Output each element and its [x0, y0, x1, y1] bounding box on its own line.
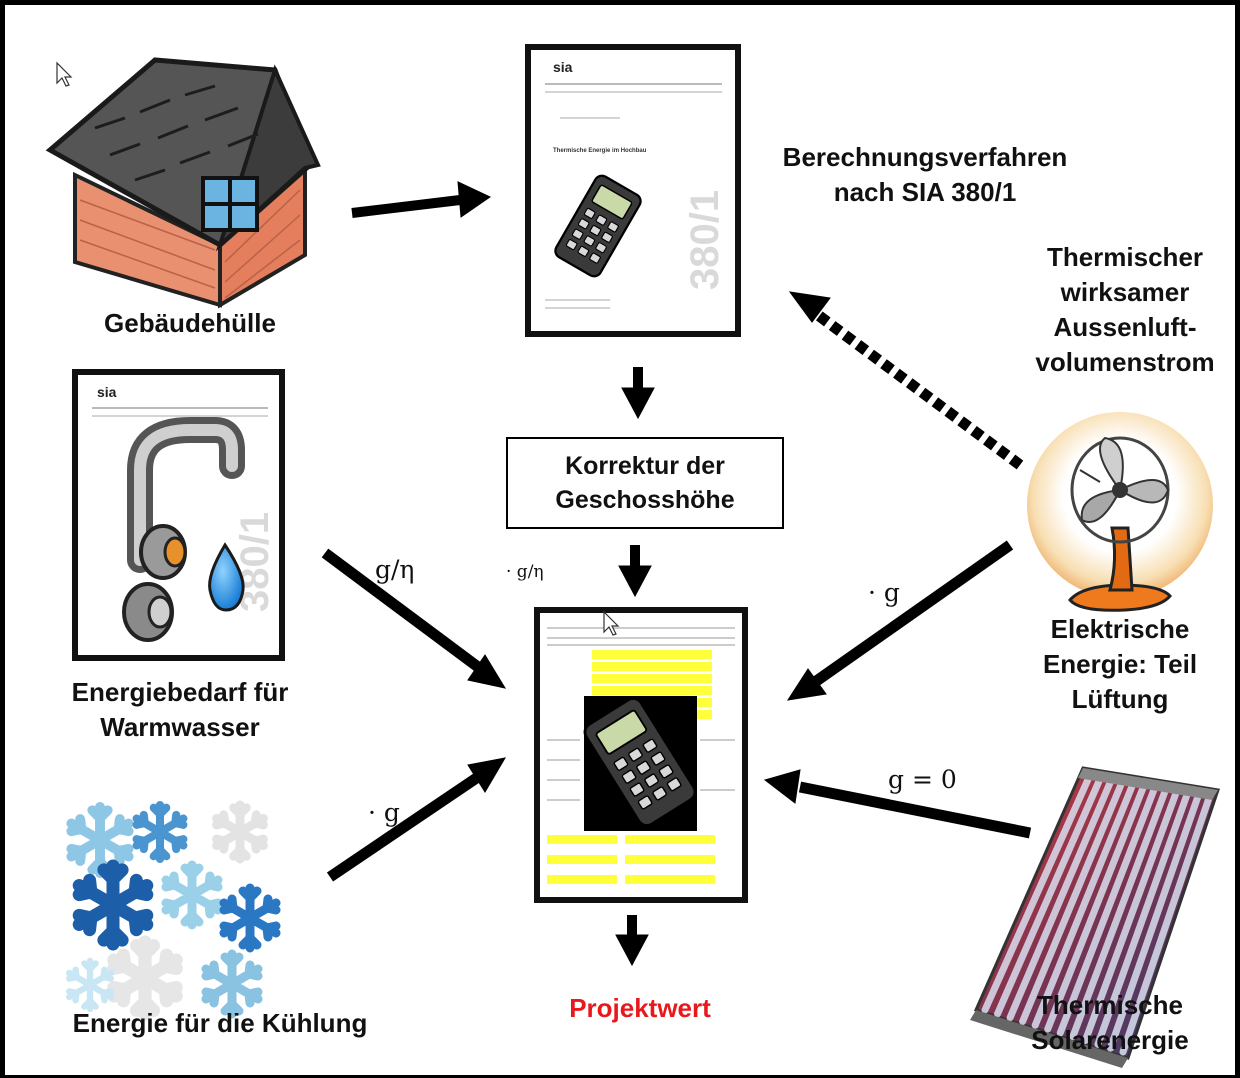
label-elektrische-energie-lueftung: Elektrische Energie: Teil Lüftung: [1010, 612, 1230, 717]
arrow-lueftung-to-form: [786, 668, 827, 701]
label-berechnung-line2: nach SIA 380/1: [833, 177, 1017, 207]
arrow-form-to-projektwert: [615, 934, 649, 967]
sia-document-warmwasser: sia 380/1: [72, 369, 285, 661]
solar-tube: [1031, 778, 1138, 1029]
arrow-fan-to-sia-dashed: [788, 291, 831, 323]
arrow-kuehlung-to-form: [467, 757, 506, 793]
label-thermische-solarenergie: Thermische Solarenergie: [995, 988, 1225, 1058]
solar-panel-icon: [970, 766, 1220, 1068]
factor-solar: g = 0: [888, 765, 957, 794]
label-aussenluft-line2: wirksamer: [1060, 277, 1190, 307]
label-solar-line1: Thermische: [1037, 990, 1183, 1020]
label-berechnung-line1: Berechnungsverfahren: [782, 142, 1068, 172]
faucet-icon: [122, 417, 245, 642]
sia-brand-top: sia: [553, 59, 573, 75]
solar-tube: [1106, 789, 1203, 1052]
label-energie-kuehlung: Energie für die Kühlung: [72, 1008, 368, 1038]
korrektur-line1: Korrektur der: [565, 452, 725, 480]
factor-warmwasser: g/η: [375, 555, 415, 584]
label-aussenluft-line3: Aussenluft-: [1053, 312, 1197, 342]
solar-tube: [1081, 786, 1181, 1045]
solar-tube: [1119, 791, 1214, 1056]
project-form-document: [534, 607, 748, 903]
label-gebaeudehuelle: Gebäudehülle: [104, 308, 276, 338]
label-berechnungsverfahren: Berechnungsverfahren nach SIA 380/1: [745, 140, 1105, 210]
label-aussenluft-line4: volumenstrom: [1035, 347, 1215, 377]
label-lueftung-line2: Energie: Teil: [1042, 649, 1198, 679]
solar-tube: [981, 771, 1094, 1014]
label-aussenluft-line1: Thermischer: [1046, 242, 1204, 272]
solar-tube: [1094, 787, 1192, 1048]
arrow-warmwasser-to-form: [467, 654, 507, 689]
snowflakes-icon: [69, 805, 276, 1014]
factor-lueftung: · g: [868, 578, 900, 607]
arrow-house-to-sia: [457, 181, 492, 218]
sia-brand-left: sia: [97, 384, 117, 400]
solar-tube: [1019, 776, 1127, 1025]
label-lueftung-line1: Elektrische: [1050, 614, 1190, 644]
sia-document-top: sia Thermische Energie im Hochbau 380/1: [525, 44, 741, 337]
sia-title-top: Thermische Energie im Hochbau: [553, 148, 647, 154]
label-aussenluftvolumenstrom: Thermischer wirksamer Aussenluft- volume…: [1015, 240, 1235, 380]
solar-tube: [994, 773, 1105, 1018]
arrows: [321, 181, 1032, 967]
korrektur-box: Korrektur der Geschosshöhe: [506, 437, 784, 529]
cursor-icon: [56, 61, 620, 636]
label-warmwasser-line2: Warmwasser: [100, 712, 260, 742]
label-lueftung-line3: Lüftung: [1071, 684, 1169, 714]
korrektur-line2: Geschosshöhe: [555, 486, 735, 514]
factor-kuehlung: · g: [368, 798, 400, 827]
solar-tube: [1044, 780, 1149, 1033]
solar-tube: [1056, 782, 1159, 1037]
factor-korrektur: · g/η: [506, 562, 544, 582]
solar-tube: [1006, 775, 1116, 1022]
solar-tube: [1069, 784, 1170, 1041]
label-solar-line2: Solarenergie: [1031, 1025, 1189, 1055]
sia-watermark-top: 380/1: [683, 190, 727, 290]
arrow-solar-to-form: [763, 769, 801, 804]
house-icon: [45, 57, 321, 309]
label-energiebedarf-warmwasser: Energiebedarf für Warmwasser: [40, 675, 320, 745]
label-warmwasser-line1: Energiebedarf für: [71, 677, 289, 707]
arrow-sia-to-korrektur: [621, 387, 655, 420]
fan-icon: [1027, 412, 1213, 612]
label-projektwert: Projektwert: [569, 993, 711, 1023]
arrow-korrektur-to-form: [618, 565, 652, 598]
